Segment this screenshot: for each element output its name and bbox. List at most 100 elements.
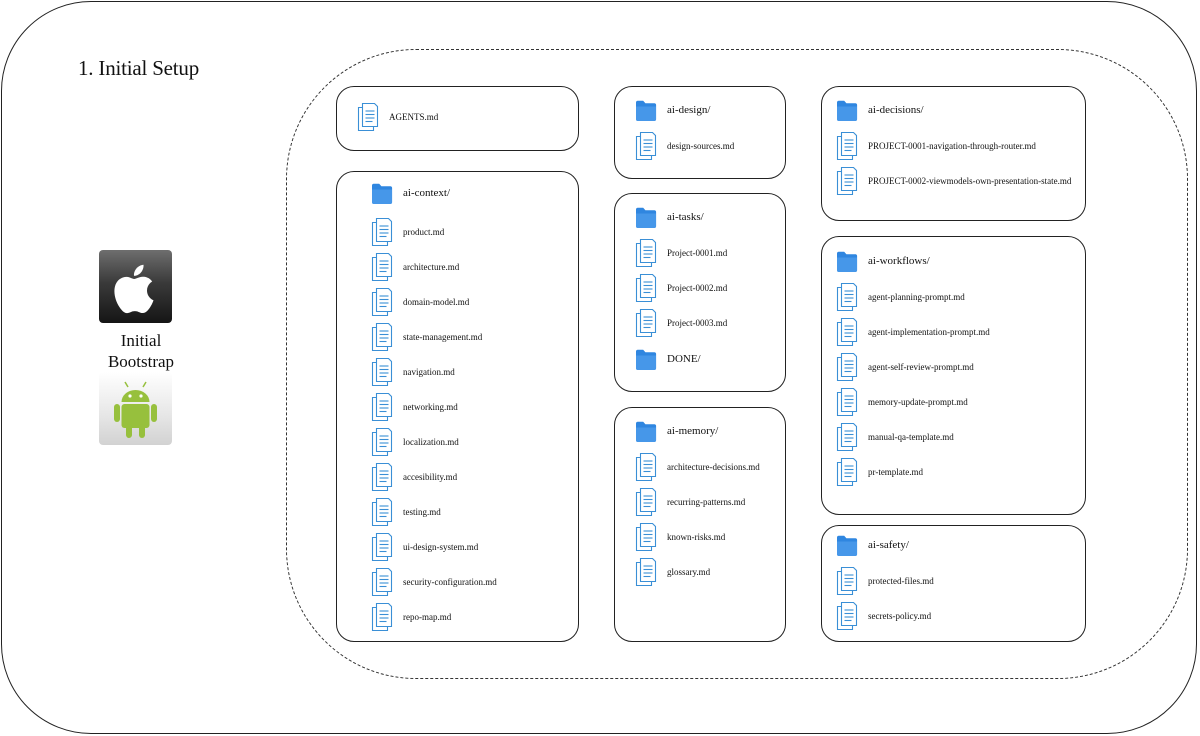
document-stack-icon [836,131,858,161]
document-stack-icon [635,522,657,552]
folder-label: ai-context/ [403,187,451,199]
file-label: agent-planning-prompt.md [868,292,965,302]
document-stack-icon [371,322,393,352]
list-item: Project-0003.md [635,308,727,338]
file-label: domain-model.md [403,297,470,307]
list-item: agent-planning-prompt.md [836,282,965,312]
document-stack-icon [635,487,657,517]
document-stack-icon [836,352,858,382]
document-stack-icon [635,557,657,587]
document-stack-icon [836,317,858,347]
file-label: design-sources.md [667,141,735,151]
document-stack-icon [371,602,393,632]
document-stack-icon [371,252,393,282]
list-item: Project-0002.md [635,273,727,303]
document-stack-icon [635,308,657,338]
file-label: manual-qa-template.md [868,432,954,442]
list-item: known-risks.md [635,522,725,552]
bootstrap-label-line2: Bootstrap [107,352,175,371]
document-stack-icon [371,287,393,317]
file-label: recurring-patterns.md [667,497,746,507]
folder-label: DONE/ [667,353,701,365]
list-item: domain-model.md [371,287,469,317]
initial-bootstrap-label: Initial Bootstrap [98,330,184,372]
bootstrap-label-line1: Initial [120,331,162,350]
folder-item: ai-workflows/ [836,249,930,273]
list-item: glossary.md [635,557,710,587]
list-item: navigation.md [371,357,455,387]
list-item: memory-update-prompt.md [836,387,968,417]
list-item: architecture-decisions.md [635,452,760,482]
document-stack-icon [635,452,657,482]
file-label: networking.md [403,402,458,412]
file-label: testing.md [403,507,441,517]
file-label: secrets-policy.md [868,611,932,621]
folder-item: ai-decisions/ [836,98,924,122]
list-item: manual-qa-template.md [836,422,954,452]
list-item: secrets-policy.md [836,601,931,631]
list-item: agent-self-review-prompt.md [836,352,974,382]
file-label: PROJECT-0001-navigation-through-router.m… [868,141,1036,151]
file-label: state-management.md [403,332,483,342]
folder-icon [837,100,858,121]
file-label: protected-files.md [868,576,934,586]
file-label: architecture-decisions.md [667,462,760,472]
list-item: networking.md [371,392,458,422]
file-label: known-risks.md [667,532,726,542]
document-stack-icon [371,567,393,597]
list-item: localization.md [371,427,459,457]
folder-item: DONE/ [635,347,701,371]
list-item: Project-0001.md [635,238,727,268]
folder-icon [372,183,393,204]
document-stack-icon [635,238,657,268]
file-label: agent-implementation-prompt.md [868,327,990,337]
file-label: architecture.md [403,262,460,272]
document-stack-icon [836,566,858,596]
document-stack-icon [635,273,657,303]
list-item: design-sources.md [635,131,734,161]
file-label: localization.md [403,437,459,447]
file-label: Project-0002.md [667,283,728,293]
folder-item: ai-memory/ [635,419,718,443]
ai-safety-box [821,525,1086,642]
file-label: repo-map.md [403,612,452,622]
list-item: pr-template.md [836,457,923,487]
folder-item: ai-safety/ [836,533,909,557]
list-item: PROJECT-0002-viewmodels-own-presentation… [836,166,1071,196]
folder-icon [636,100,657,121]
folder-label: ai-memory/ [667,425,719,437]
file-label: product.md [403,227,445,237]
document-stack-icon [836,282,858,312]
document-stack-icon [371,217,393,247]
file-label: Project-0003.md [667,318,728,328]
file-label: ui-design-system.md [403,542,479,552]
list-item: product.md [371,217,444,247]
document-stack-icon [371,532,393,562]
document-stack-icon [357,102,379,132]
ai-workflows-box [821,236,1086,515]
file-label: glossary.md [667,567,711,577]
file-label: Project-0001.md [667,248,728,258]
folder-label: ai-tasks/ [667,211,704,223]
folder-icon [636,349,657,370]
diagram-title: 1. Initial Setup [78,56,200,80]
document-stack-icon [371,497,393,527]
list-item: ui-design-system.md [371,532,478,562]
ai-context-box [336,171,579,642]
file-label: agent-self-review-prompt.md [868,362,974,372]
folder-label: ai-workflows/ [868,255,930,267]
repository-boundary [286,49,1188,679]
file-label: AGENTS.md [389,112,439,122]
apple-logo-icon [99,250,172,323]
folder-label: ai-decisions/ [868,104,924,116]
file-label: navigation.md [403,367,455,377]
list-item: recurring-patterns.md [635,487,745,517]
folder-icon [636,421,657,442]
document-stack-icon [836,457,858,487]
folder-item: ai-context/ [371,181,450,205]
folder-item: ai-tasks/ [635,205,704,229]
folder-label: ai-design/ [667,104,711,116]
list-item: testing.md [371,497,441,527]
list-item: repo-map.md [371,602,451,632]
